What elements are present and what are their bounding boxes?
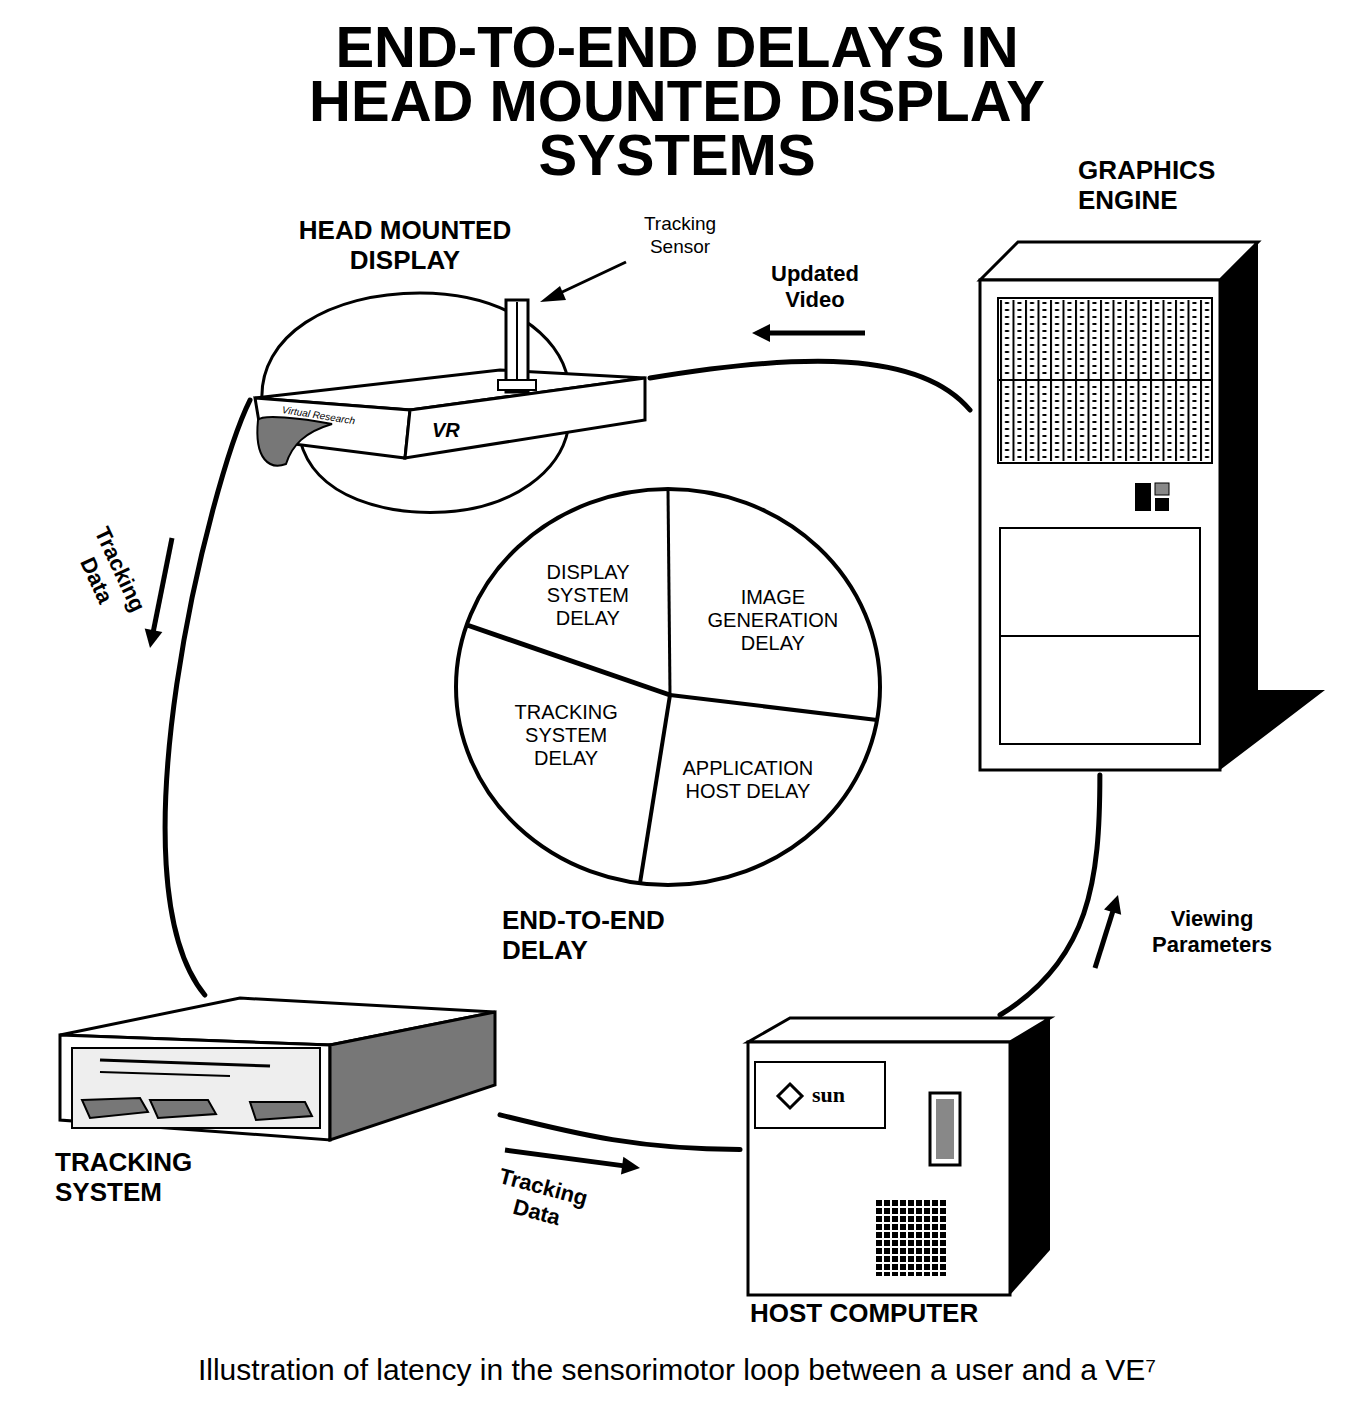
brand-text: Virtual Research <box>281 404 356 427</box>
node-label: DISPLAY SYSTEM DELAY <box>547 561 630 630</box>
sensor-callout: Tracking Sensor <box>630 212 730 258</box>
host-computer-illustration <box>778 1084 802 1108</box>
host-computer-illustration <box>748 1042 1010 1295</box>
brand-logo: VR <box>432 418 460 442</box>
hmd-device: HEAD MOUNTED DISPLAY <box>250 210 650 520</box>
graphics-tower-illustration <box>1155 498 1169 511</box>
graphics-tower-illustration <box>1135 483 1151 511</box>
pie-outline <box>456 489 880 885</box>
node-label: HOST COMPUTER <box>750 1298 1055 1328</box>
cable-connector <box>1000 775 1121 1015</box>
tracking-box-illustration <box>150 1100 216 1118</box>
pie-sector: IMAGE GENERATION DELAY <box>708 586 839 655</box>
pie-divider <box>670 695 877 720</box>
host-computer-illustration <box>748 1018 1050 1042</box>
figure-caption: Illustration of latency in the sensorimo… <box>27 1352 1327 1388</box>
tracking-box-illustration <box>60 1035 330 1140</box>
signal-label: Viewing Parameters <box>1127 906 1297 958</box>
graphics-engine: GRAPHICS ENGINE <box>970 150 1340 775</box>
hmd-illustration <box>257 417 332 466</box>
graphics-tower-illustration <box>1000 528 1200 636</box>
host-computer-illustration <box>930 1093 960 1165</box>
node-label: APPLICATION HOST DELAY <box>683 757 814 803</box>
hmd-illustration <box>516 302 518 390</box>
tracking-box-illustration <box>72 1048 320 1128</box>
graphics-tower-illustration <box>980 242 1258 280</box>
graphics-tower-illustration <box>1220 242 1325 770</box>
graphics-tower-illustration <box>998 379 1212 381</box>
cable-line <box>165 400 250 995</box>
node-label: HEAD MOUNTED DISPLAY <box>250 215 560 275</box>
sensor-leader-line <box>540 262 626 302</box>
pie-sector: DISPLAY SYSTEM DELAY <box>547 561 630 630</box>
tracking-box-illustration <box>100 1060 270 1066</box>
pie-divider <box>668 489 670 695</box>
host-computer-illustration <box>748 1018 1050 1295</box>
diagram-title: END-TO-END DELAYS IN HEAD MOUNTED DISPLA… <box>257 20 1097 182</box>
node-label: TRACKING SYSTEM DELAY <box>515 701 618 770</box>
pie-sector: TRACKING SYSTEM DELAY <box>515 701 618 770</box>
sensor-leader-line <box>558 262 626 294</box>
arrow-head <box>752 324 770 342</box>
graphics-tower-illustration <box>980 242 1325 770</box>
tracking-box-illustration <box>250 1102 312 1120</box>
host-computer: HOST COMPUTER <box>740 1015 1060 1335</box>
cable-connector <box>650 324 970 410</box>
pie-divider <box>467 625 670 695</box>
tracking-box-illustration <box>330 1012 495 1140</box>
sensor-leader-line <box>540 286 566 302</box>
cable-line <box>650 361 970 410</box>
host-computer-illustration <box>755 1062 885 1128</box>
graphics-tower-illustration <box>1155 483 1169 495</box>
signal-label: Tracking Data <box>63 519 152 632</box>
arrow-shaft <box>1095 910 1113 968</box>
cable-connector <box>145 400 250 995</box>
brand-logo: sun <box>812 1082 845 1108</box>
tracking-box-illustration <box>60 998 495 1140</box>
node-label: TRACKING SYSTEM <box>55 1147 270 1207</box>
pie-divider <box>640 695 670 883</box>
tracking-box-illustration <box>82 1098 148 1118</box>
node-label: GRAPHICS ENGINE <box>1078 155 1293 215</box>
cable-line <box>1000 775 1100 1015</box>
signal-label: Tracking Data <box>485 1162 595 1238</box>
node-label: END-TO-END DELAY <box>502 905 732 965</box>
hmd-illustration <box>506 300 528 392</box>
signal-label: Updated Video <box>745 261 885 313</box>
tracking-box-illustration <box>100 1072 230 1076</box>
arrow-shaft <box>505 1150 624 1166</box>
host-computer-illustration <box>936 1099 954 1159</box>
hmd-illustration <box>405 378 645 458</box>
hmd-illustration <box>498 380 536 390</box>
graphics-tower-illustration <box>998 298 1212 463</box>
arrow-shaft <box>768 331 865 336</box>
host-computer-illustration <box>1010 1018 1050 1295</box>
graphics-tower-illustration <box>1000 636 1200 744</box>
cable-line <box>500 1115 740 1150</box>
graphics-tower-illustration <box>980 280 1220 770</box>
node-label: IMAGE GENERATION DELAY <box>708 586 839 655</box>
tracking-system: TRACKING SYSTEM <box>50 995 500 1215</box>
host-computer-illustration <box>876 1200 946 1276</box>
delay-pie-chart: END-TO-END DELAY DISPLAY SYSTEM DELAY IMAG… <box>450 485 886 969</box>
cable-connector <box>500 1115 740 1175</box>
pie-outline <box>450 485 886 889</box>
pie-sector: APPLICATION HOST DELAY <box>683 757 814 803</box>
arrow-shaft <box>153 538 172 632</box>
hmd-illustration <box>255 293 645 512</box>
